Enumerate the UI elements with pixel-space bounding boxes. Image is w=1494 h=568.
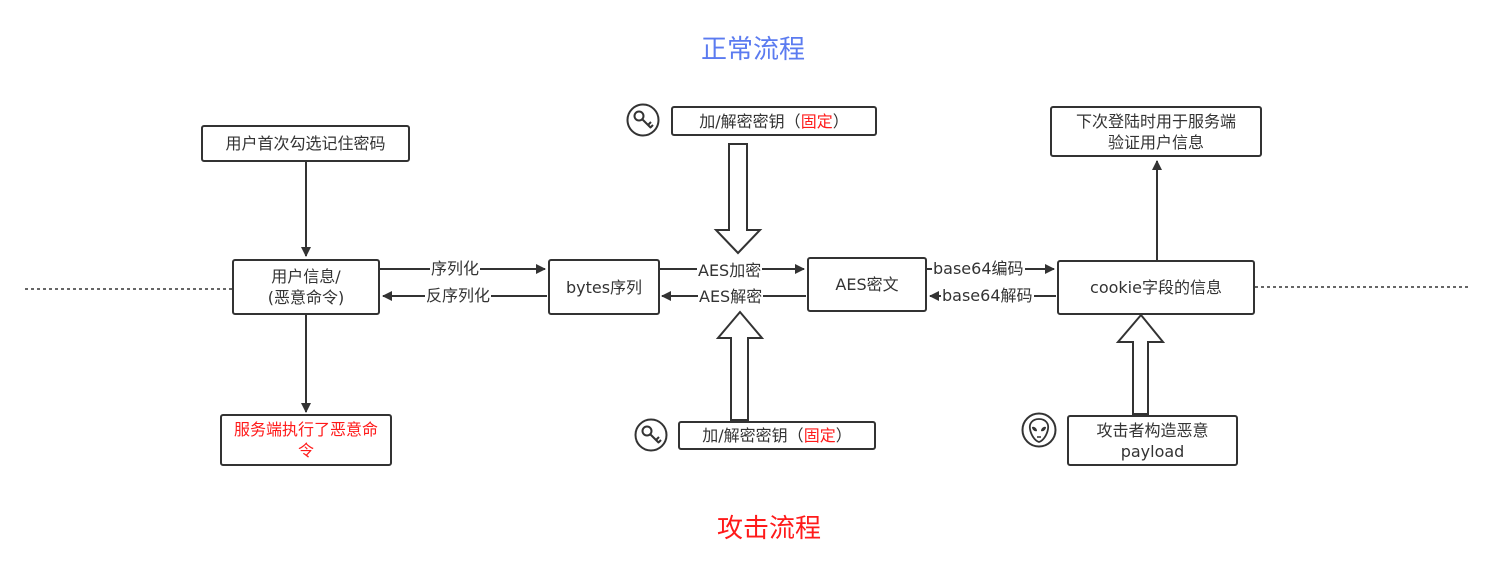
aes-cipher-label: AES密文 (835, 275, 899, 294)
cookie-info-label: cookie字段的信息 (1090, 278, 1222, 297)
serialize-label: 序列化 (430, 259, 481, 279)
next-login-label: 下次登陆时用于服务端验证用户信息 (1075, 111, 1236, 152)
base64-encode-label: base64编码 (932, 259, 1025, 279)
key-icon (634, 418, 668, 452)
aes-encrypt-label: AES加密 (697, 261, 763, 281)
key-bottom-prefix: 加/解密密钥（ (702, 426, 804, 445)
aes-cipher-box: AES密文 (807, 257, 927, 312)
user-first-check-box: 用户首次勾选记住密码 (201, 125, 410, 162)
key-bottom-box: 加/解密密钥（固定） (678, 421, 876, 450)
block-arrow-key-bottom-up (715, 310, 765, 421)
key-icon (626, 103, 660, 137)
next-login-box: 下次登陆时用于服务端验证用户信息 (1050, 106, 1262, 157)
aes-decrypt-label: AES解密 (698, 287, 764, 307)
user-info-line2: (恶意命令) (267, 288, 345, 307)
key-top-prefix: 加/解密密钥（ (699, 111, 801, 131)
user-info-box: 用户信息/ (恶意命令) (232, 259, 380, 315)
user-info-line1: 用户信息/ (271, 267, 341, 286)
key-top-box: 加/解密密钥（固定） (671, 106, 877, 136)
attacker-payload-box: 攻击者构造恶意 payload (1067, 415, 1238, 466)
bytes-seq-box: bytes序列 (548, 259, 660, 315)
key-top-suffix: ） (832, 111, 849, 131)
key-top-label: 加/解密密钥（固定） (699, 111, 848, 132)
deserialize-label: 反序列化 (425, 286, 492, 306)
block-arrow-key-top-down (713, 143, 763, 255)
block-arrow-attacker-up (1115, 313, 1166, 415)
attacker-payload-line2: payload (1120, 441, 1185, 461)
server-exec-label: 服务端执行了恶意命令 (233, 420, 378, 460)
key-bottom-label: 加/解密密钥（固定） (702, 425, 851, 446)
user-first-check-label: 用户首次勾选记住密码 (225, 134, 386, 153)
key-bottom-fixed: 固定 (803, 426, 836, 445)
base64-decode-label: base64解码 (941, 286, 1034, 306)
normal-flow-title: 正常流程 (700, 35, 805, 65)
bytes-seq-label: bytes序列 (565, 277, 643, 297)
attacker-payload-line1: 攻击者构造恶意 (1096, 420, 1209, 440)
key-top-fixed: 固定 (800, 111, 833, 131)
server-exec-box: 服务端执行了恶意命令 (220, 414, 392, 466)
attack-flow-title: 攻击流程 (716, 514, 821, 544)
alien-mask-icon (1021, 412, 1057, 448)
cookie-info-box: cookie字段的信息 (1057, 260, 1255, 315)
key-bottom-suffix: ） (835, 426, 852, 445)
